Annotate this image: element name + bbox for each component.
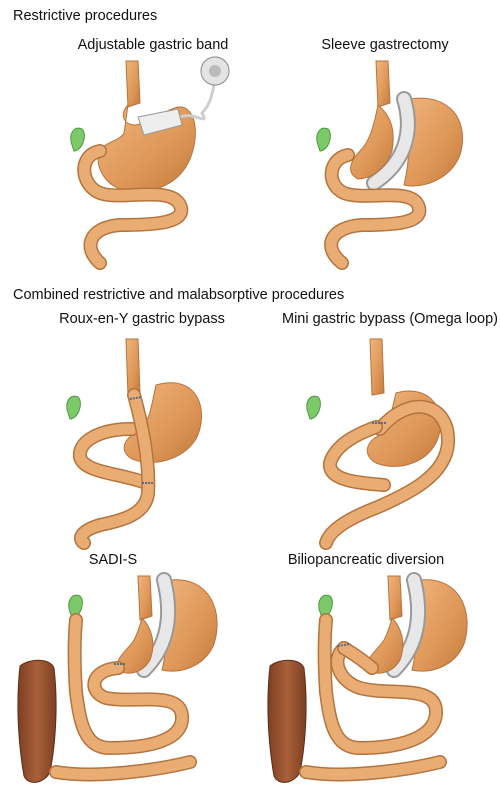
roux-limb bbox=[74, 388, 156, 550]
gallbladder bbox=[306, 395, 321, 420]
biliopancreatic-limb bbox=[72, 422, 153, 490]
caption-adjustable-gastric-band: Adjustable gastric band bbox=[77, 37, 229, 53]
panel-mini-gastric-bypass bbox=[300, 333, 490, 550]
esophagus bbox=[387, 575, 403, 621]
intestine bbox=[324, 148, 427, 270]
stomach-sleeve bbox=[350, 104, 394, 180]
gallbladder bbox=[70, 127, 85, 152]
sleeve-staple-line bbox=[386, 572, 427, 678]
colon bbox=[267, 659, 307, 783]
esophagus bbox=[369, 338, 385, 396]
intestine bbox=[49, 613, 197, 782]
section-title-restrictive: Restrictive procedures bbox=[13, 8, 158, 24]
caption-sadi-s: SADI-S bbox=[88, 552, 138, 568]
gallbladder bbox=[316, 127, 331, 152]
sleeve-staple-line bbox=[366, 91, 416, 191]
caption-biliopancreatic-diversion: Biliopancreatic diversion bbox=[287, 552, 445, 568]
section-title-combined: Combined restrictive and malabsorptive p… bbox=[13, 287, 345, 303]
gallbladder bbox=[66, 395, 81, 420]
panel-roux-en-y bbox=[60, 333, 250, 550]
colon bbox=[17, 659, 57, 783]
esophagus bbox=[375, 60, 391, 108]
panel-sadi-s bbox=[10, 572, 250, 792]
access-port bbox=[200, 56, 230, 86]
esophagus bbox=[125, 338, 141, 396]
caption-mini-gastric-bypass: Mini gastric bypass (Omega loop) bbox=[282, 311, 498, 327]
gastric-band bbox=[137, 84, 216, 136]
esophagus bbox=[125, 60, 141, 108]
panel-adjustable-gastric-band bbox=[60, 55, 250, 270]
panel-sleeve-gastrectomy bbox=[300, 55, 490, 270]
caption-roux-en-y: Roux-en-Y gastric bypass bbox=[59, 311, 225, 327]
caption-sleeve-gastrectomy: Sleeve gastrectomy bbox=[321, 37, 449, 53]
sleeve-staple-line bbox=[136, 572, 177, 678]
omega-loop bbox=[319, 399, 456, 550]
panel-biliopancreatic-diversion bbox=[260, 572, 495, 792]
intestine bbox=[299, 613, 447, 782]
esophagus bbox=[137, 575, 153, 621]
intestine bbox=[77, 144, 189, 270]
